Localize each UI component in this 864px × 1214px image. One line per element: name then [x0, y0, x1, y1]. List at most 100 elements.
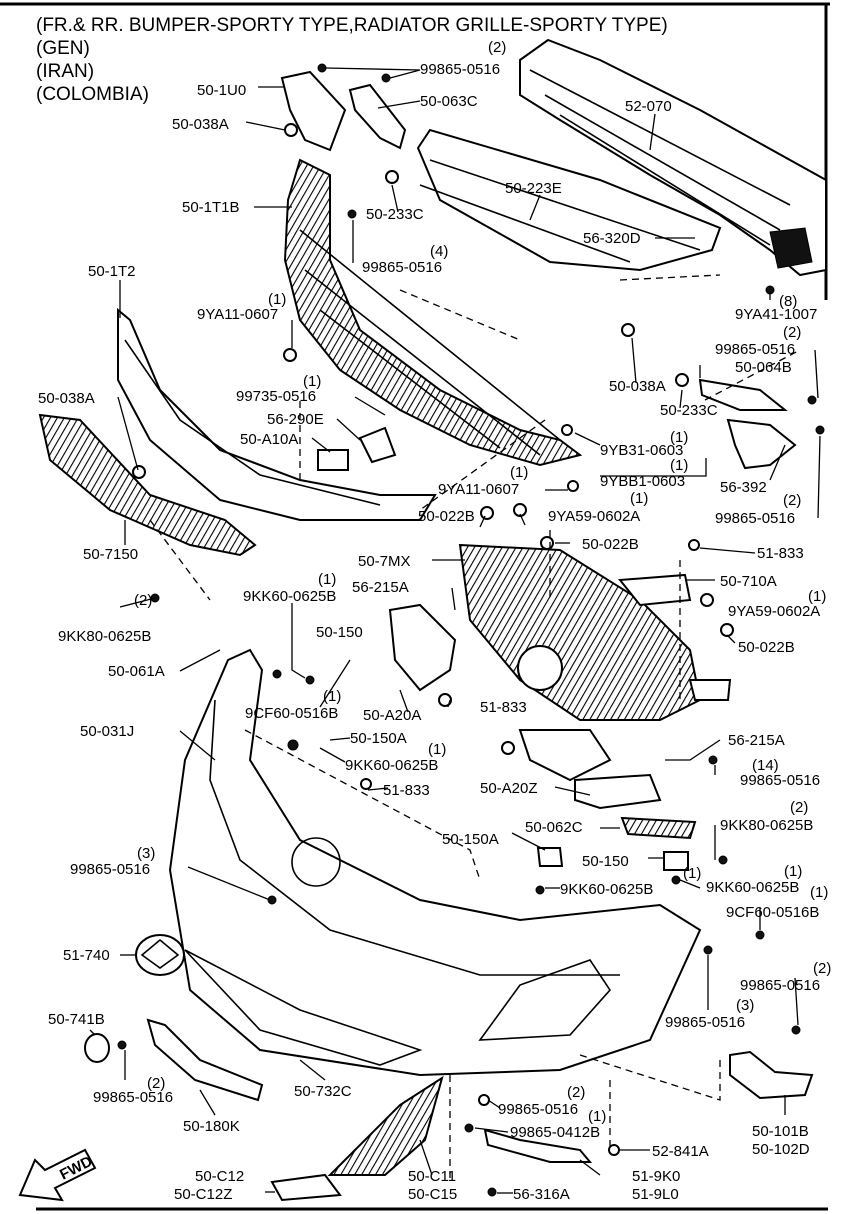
part-number-label: 50-038A	[172, 116, 229, 133]
quantity-label: (2)	[790, 799, 808, 816]
part-number-label: 51-833	[383, 782, 430, 799]
fwd-arrow: FWD	[18, 1148, 97, 1202]
part-number-label: 50-1T2	[88, 263, 136, 280]
part-number-label: 50-7150	[83, 546, 138, 563]
part-number-label: 99865-0516	[740, 977, 820, 994]
part-number-label: 50-A20Z	[480, 780, 538, 797]
quantity-label: (1)	[784, 863, 802, 880]
quantity-label: (2)	[813, 960, 831, 977]
upper-brackets	[280, 70, 407, 152]
part-number-label: 99865-0516	[362, 259, 442, 276]
part-number-label: 99865-0516	[740, 772, 820, 789]
part-number-label: 9YBB1-0603	[600, 473, 685, 490]
region-gen: (GEN)	[36, 38, 90, 59]
part-number-label: 9KK60-0625B	[706, 879, 799, 896]
part-number-label: 9YA11-0607	[438, 481, 519, 498]
right-brackets	[698, 378, 797, 470]
quantity-label: (1)	[428, 741, 446, 758]
part-number-label: 50-233C	[366, 206, 424, 223]
part-number-label: 50-1T1B	[182, 199, 240, 216]
part-number-label: 50-063C	[420, 93, 478, 110]
diagram-title: (FR.& RR. BUMPER-SPORTY TYPE,RADIATOR GR…	[36, 15, 668, 36]
quantity-label: (2)	[134, 592, 152, 609]
quantity-label: (2)	[783, 324, 801, 341]
part-number-label: 9KK80-0625B	[720, 817, 813, 834]
lower-grille	[38, 413, 257, 557]
part-number-label: 50-A10A	[240, 431, 298, 448]
fog-lamp-bezel	[270, 1075, 444, 1202]
side-brackets	[388, 573, 732, 701]
part-number-label: 56-290E	[267, 411, 324, 428]
quantity-label: (2)	[488, 39, 506, 56]
quantity-label: (1)	[810, 884, 828, 901]
part-number-label: 50-022B	[738, 639, 795, 656]
bumper-reinforcement	[519, 38, 827, 277]
part-number-label: 50-7MX	[358, 553, 411, 570]
quantity-label: (1)	[670, 429, 688, 446]
part-number-label: 99865-0516	[665, 1014, 745, 1031]
part-number-label: 50-150A	[350, 730, 407, 747]
cover-cap	[84, 1033, 110, 1063]
part-number-label: 51-833	[757, 545, 804, 562]
part-number-label: 50-C12	[195, 1168, 244, 1185]
part-number-label: 99865-0516	[70, 861, 150, 878]
part-number-label: 50-022B	[418, 508, 475, 525]
part-number-label: 9KK60-0625B	[345, 757, 438, 774]
side-marker-lamp	[483, 1128, 593, 1163]
part-number-label: 9YA59-0602A	[728, 603, 820, 620]
part-number-label: 99865-0516	[93, 1089, 173, 1106]
part-number-label: 50-741B	[48, 1011, 105, 1028]
quantity-label: (1)	[323, 688, 341, 705]
part-number-label: 50-062C	[525, 819, 583, 836]
part-number-label: 51-833	[480, 699, 527, 716]
quantity-label: (2)	[567, 1084, 585, 1101]
part-number-label: 99865-0516	[715, 510, 795, 527]
quantity-label: (2)	[783, 492, 801, 509]
part-number-label: 51-740	[63, 947, 110, 964]
part-number-label: 56-316A	[513, 1186, 570, 1203]
front-emblem	[135, 934, 185, 976]
part-number-label: 50-061A	[108, 663, 165, 680]
part-number-label: 50-150	[582, 853, 629, 870]
part-number-label: 50-031J	[80, 723, 134, 740]
part-number-label: 50-C15	[408, 1186, 457, 1203]
part-number-label: 99735-0516	[236, 388, 316, 405]
part-number-label: 9CF60-0516B	[245, 705, 338, 722]
part-number-label: 50-A20A	[363, 707, 421, 724]
part-number-label: 50-150A	[442, 831, 499, 848]
quantity-label: (1)	[510, 464, 528, 481]
quantity-label: (1)	[303, 373, 321, 390]
lower-moulding	[146, 1018, 264, 1102]
part-number-label: 9YA59-0602A	[548, 508, 640, 525]
part-number-label: 9KK80-0625B	[58, 628, 151, 645]
quantity-label: (1)	[268, 291, 286, 308]
part-number-label: 52-841A	[652, 1143, 709, 1160]
quantity-label: (1)	[588, 1108, 606, 1125]
part-number-label: 56-215A	[352, 579, 409, 596]
quantity-label: (1)	[683, 865, 701, 882]
under-deflector	[458, 543, 702, 810]
part-number-label: 50-223E	[505, 180, 562, 197]
part-number-label: 50-150	[316, 624, 363, 641]
region-iran: (IRAN)	[36, 61, 95, 82]
part-number-label: 56-320D	[583, 230, 641, 247]
quantity-label: (4)	[430, 243, 448, 260]
retainer-right	[663, 851, 689, 871]
part-number-label: 9KK60-0625B	[243, 588, 336, 605]
part-number-label: 50-180K	[183, 1118, 240, 1135]
part-number-label: 50-038A	[38, 390, 95, 407]
quantity-label: (1)	[670, 457, 688, 474]
quantity-label: (1)	[630, 490, 648, 507]
quantity-label: (8)	[779, 293, 797, 310]
part-number-label: 50-C11	[408, 1168, 456, 1185]
region-colombia: (COLOMBIA)	[36, 84, 149, 105]
quantity-label: (3)	[137, 845, 155, 862]
clip-part	[358, 426, 397, 464]
part-number-label: 50-233C	[660, 402, 718, 419]
part-number-label: 50-102D	[752, 1141, 810, 1158]
part-number-label: 50-710A	[720, 573, 777, 590]
quantity-label: (2)	[147, 1075, 165, 1092]
quantity-label: (14)	[752, 757, 779, 774]
